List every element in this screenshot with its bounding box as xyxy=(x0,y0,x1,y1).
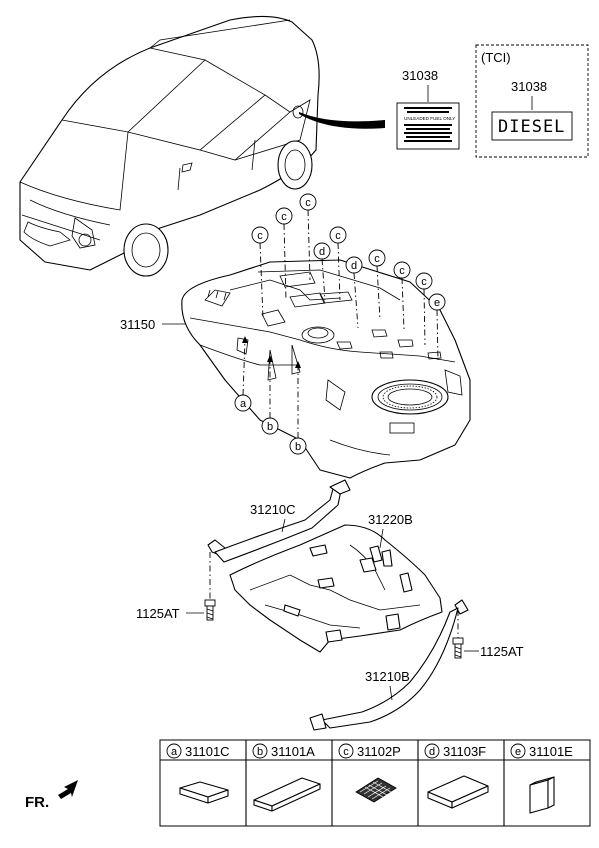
fuel-label-fine-print: UNLEADED FUEL ONLY xyxy=(404,107,455,142)
bolt-left-part-number: 1125AT xyxy=(136,606,180,621)
fuel-label-text: UNLEADED FUEL ONLY xyxy=(404,116,455,121)
front-arrow-icon xyxy=(58,780,78,799)
legend-letter: d xyxy=(429,746,435,758)
under-cover xyxy=(229,524,443,653)
tci-variant-box: (TCI) 31038 DIESEL xyxy=(475,44,589,158)
tank-band-upper xyxy=(207,479,351,563)
diesel-label-card xyxy=(491,111,573,141)
fuel-label-callout: 31038 UNLEADED FUEL ONLY xyxy=(396,68,460,150)
under-cover-part-number: 31220B xyxy=(368,512,413,527)
circle-letter: c xyxy=(335,230,341,242)
bolt-right-part-number: 1125AT xyxy=(480,644,524,659)
fuel-tank-part-number: 31150 xyxy=(120,317,155,332)
legend-part-number: 31101C xyxy=(185,744,230,759)
circle-letter: d xyxy=(351,260,357,272)
legend-letter: a xyxy=(171,746,178,758)
diesel-label-text: DIESEL xyxy=(498,117,565,137)
band-upper-part-number: 31210C xyxy=(250,502,296,517)
legend-letter: b xyxy=(257,746,263,758)
circle-callout-a: a xyxy=(234,394,252,412)
circle-letter: c xyxy=(281,211,287,223)
circle-callout-e: e xyxy=(428,293,446,311)
circle-callout-d-2: d xyxy=(345,256,363,274)
circle-callout-c-4: c xyxy=(329,226,347,244)
circle-letter: c xyxy=(257,230,263,242)
arrow-heads xyxy=(242,336,301,368)
circle-letter: c xyxy=(421,276,427,288)
legend-part-number: 31103F xyxy=(443,744,486,759)
legend-cell-e: e 31101E xyxy=(510,743,573,814)
circle-letter: c xyxy=(399,265,405,277)
front-indicator-label: FR. xyxy=(25,794,49,811)
legend-cell-c: c 31102P xyxy=(338,743,401,803)
legend-part-number: 31101A xyxy=(271,744,315,759)
circle-callout-d-1: d xyxy=(313,242,331,260)
legend-cell-b: b 31101A xyxy=(252,743,321,812)
circle-callout-c-6: c xyxy=(393,261,411,279)
circle-letter: c xyxy=(374,253,380,265)
bolt-right xyxy=(452,610,464,659)
legend-letter: c xyxy=(343,746,349,758)
circle-letter: a xyxy=(240,398,247,410)
circle-letter: e xyxy=(434,297,440,309)
circle-letter: b xyxy=(295,441,301,453)
legend-cell-d: d 31103F xyxy=(424,743,489,809)
bolt-left xyxy=(204,552,216,621)
circle-callout-c-3: c xyxy=(299,193,317,211)
vehicle-illustration xyxy=(19,15,385,277)
legend-cell-a: a 31101C xyxy=(166,743,230,804)
tci-part-number: 31038 xyxy=(511,79,547,94)
fuel-tank xyxy=(181,259,471,479)
parts-legend-table: a 31101C b 31101A c 31102P d 31103F xyxy=(159,739,591,827)
circle-letter: b xyxy=(267,421,273,433)
circle-callout-b-1: b xyxy=(261,417,279,435)
legend-letter: e xyxy=(515,746,521,758)
callout-leaders xyxy=(242,209,439,438)
legend-part-number: 31102P xyxy=(357,744,401,759)
circle-callout-c-2: c xyxy=(275,207,293,225)
circle-callout-c-5: c xyxy=(368,249,386,267)
circle-callout-c-1: c xyxy=(251,226,269,244)
tank-band-lower xyxy=(309,599,469,731)
front-indicator: FR. xyxy=(25,780,78,811)
fuel-label-part-number: 31038 xyxy=(402,68,438,83)
circle-callout-c-7: c xyxy=(415,272,433,290)
circle-letter: c xyxy=(305,197,311,209)
band-lower-part-number: 31210B xyxy=(365,669,410,684)
legend-part-number: 31101E xyxy=(529,744,573,759)
circle-callout-b-2: b xyxy=(289,437,307,455)
circle-letter: d xyxy=(319,246,325,258)
tci-heading: (TCI) xyxy=(481,50,511,65)
